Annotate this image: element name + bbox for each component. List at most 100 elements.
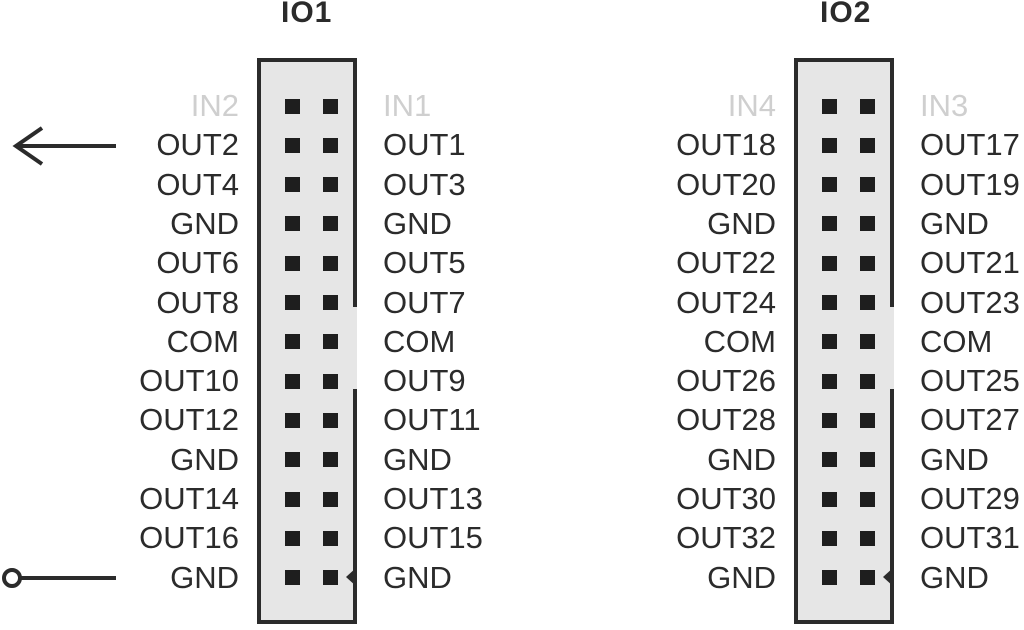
io2-pin-25 (860, 570, 875, 586)
io2-left-pin-label: OUT22 (676, 245, 776, 281)
io2-right-pin-label: OUT19 (920, 166, 1020, 202)
io1-pin-22 (285, 491, 300, 507)
io2-pin-21 (860, 491, 875, 507)
io1-right-pin-label: IN1 (383, 88, 432, 123)
io1-pin-6 (285, 177, 300, 193)
io1-pin-13 (323, 334, 338, 350)
io1-pin-2 (285, 98, 300, 114)
io1-right-pin-label: OUT13 (383, 481, 483, 516)
io1-right-pin-label: OUT9 (383, 363, 466, 399)
io1-right-pin-label: OUT7 (383, 284, 466, 320)
io2-pin-18 (822, 412, 837, 428)
io2-right-pin-label: OUT17 (920, 127, 1020, 163)
io1-pin-24 (285, 530, 300, 546)
io2-pin-7 (860, 216, 875, 232)
io1-left-pin-label: OUT8 (156, 284, 239, 320)
io1-left-pin-label: OUT14 (139, 481, 239, 516)
io2-pin-17 (860, 412, 875, 428)
io1-right-pin-label: OUT15 (383, 520, 483, 556)
io2-left-pin-label: GND (707, 559, 776, 595)
io1-pin-4 (285, 137, 300, 153)
io1-right-pin-label: GND (383, 441, 452, 477)
io2-right-pin-label: COM (920, 323, 993, 359)
io1-pin-21 (323, 491, 338, 507)
io1-title: IO1 (281, 0, 333, 29)
io2-left-pin-label: OUT26 (676, 363, 776, 399)
io1-connector-notch (353, 307, 357, 389)
io1-left-pin-label: OUT2 (156, 127, 239, 163)
io1-pin-23 (323, 530, 338, 546)
io2-connector-notch (890, 307, 894, 389)
io2-pin-23 (860, 530, 875, 546)
io2-left-pin-label: GND (707, 205, 776, 241)
io1-left-pin-label: COM (166, 323, 239, 359)
io2-pin-9 (860, 255, 875, 271)
io1-right-pin-label: OUT1 (383, 127, 466, 163)
io1-left-pin-label: GND (170, 205, 239, 241)
io2-pin-2 (822, 98, 837, 114)
io2-left-pin-label: OUT28 (676, 402, 776, 438)
io1-pin-19 (323, 452, 338, 468)
io1-pin-20 (285, 452, 300, 468)
io1-pin-16 (285, 373, 300, 389)
io2-connector (794, 58, 894, 624)
io1-right-pin-label: OUT5 (383, 245, 466, 281)
io1-right-pin-label: OUT3 (383, 166, 466, 202)
io1-pin-7 (323, 216, 338, 232)
io1-left-pin-label: GND (170, 559, 239, 595)
io2-pin-20 (822, 452, 837, 468)
io2-pin-26 (822, 570, 837, 586)
io2-pin-19 (860, 452, 875, 468)
io1-pin-9 (323, 255, 338, 271)
io2-right-pin-label: OUT27 (920, 402, 1020, 438)
io1-right-pin-label: OUT11 (383, 402, 481, 438)
io2-pin-14 (822, 334, 837, 350)
io2-pin-11 (860, 295, 875, 310)
io1-left-pin-label: OUT16 (139, 520, 239, 556)
io2-pin-8 (822, 216, 837, 232)
io1-right-pin-label: GND (383, 559, 452, 595)
io2-pin-24 (822, 530, 837, 546)
io2-left-pin-label: OUT32 (676, 520, 776, 556)
io1-pin-26 (285, 570, 300, 586)
io2-right-pin-label: OUT29 (920, 481, 1020, 516)
io1-left-pin-label: OUT4 (156, 166, 239, 202)
io2-right-pin-label: OUT31 (920, 520, 1020, 556)
io2-left-pin-label: OUT24 (676, 284, 776, 320)
io2-left-pin-label: COM (703, 323, 776, 359)
io1-pin-17 (323, 412, 338, 428)
io2-left-pin-label: OUT30 (676, 481, 776, 516)
io1-pin1-key-marker (346, 567, 357, 587)
io2-left-pin-label: GND (707, 441, 776, 477)
io2-pin-22 (822, 491, 837, 507)
io1-left-pin-label: OUT12 (139, 402, 239, 438)
io1-right-pin-label: GND (383, 205, 452, 241)
io2-pin-6 (822, 177, 837, 193)
io2-title: IO2 (820, 0, 872, 29)
io2-pin-12 (822, 295, 837, 310)
io2-pin1-key-marker (883, 567, 894, 587)
io1-pin-25 (323, 570, 338, 586)
io1-left-pin-label: GND (170, 441, 239, 477)
io2-right-pin-label: OUT23 (920, 284, 1020, 320)
io2-pin-16 (822, 373, 837, 389)
io2-pin-5 (860, 177, 875, 193)
io1-pin-15 (323, 373, 338, 389)
left-arrow-icon (12, 126, 116, 166)
terminal-circle-icon (2, 568, 116, 588)
io1-pin-14 (285, 334, 300, 350)
io1-pin-8 (285, 216, 300, 232)
io2-right-pin-label: OUT21 (920, 245, 1020, 281)
io2-right-pin-label: IN3 (920, 88, 969, 123)
io1-pin-5 (323, 177, 338, 193)
io2-pin-4 (822, 137, 837, 153)
io1-pin-11 (323, 295, 338, 310)
io1-right-pin-label: COM (383, 323, 456, 359)
io1-left-pin-label: IN2 (190, 88, 239, 123)
io1-pin-3 (323, 137, 338, 153)
io1-pin-1 (323, 98, 338, 114)
io1-left-pin-label: OUT6 (156, 245, 239, 281)
io1-pin-10 (285, 255, 300, 271)
io2-pin-13 (860, 334, 875, 350)
